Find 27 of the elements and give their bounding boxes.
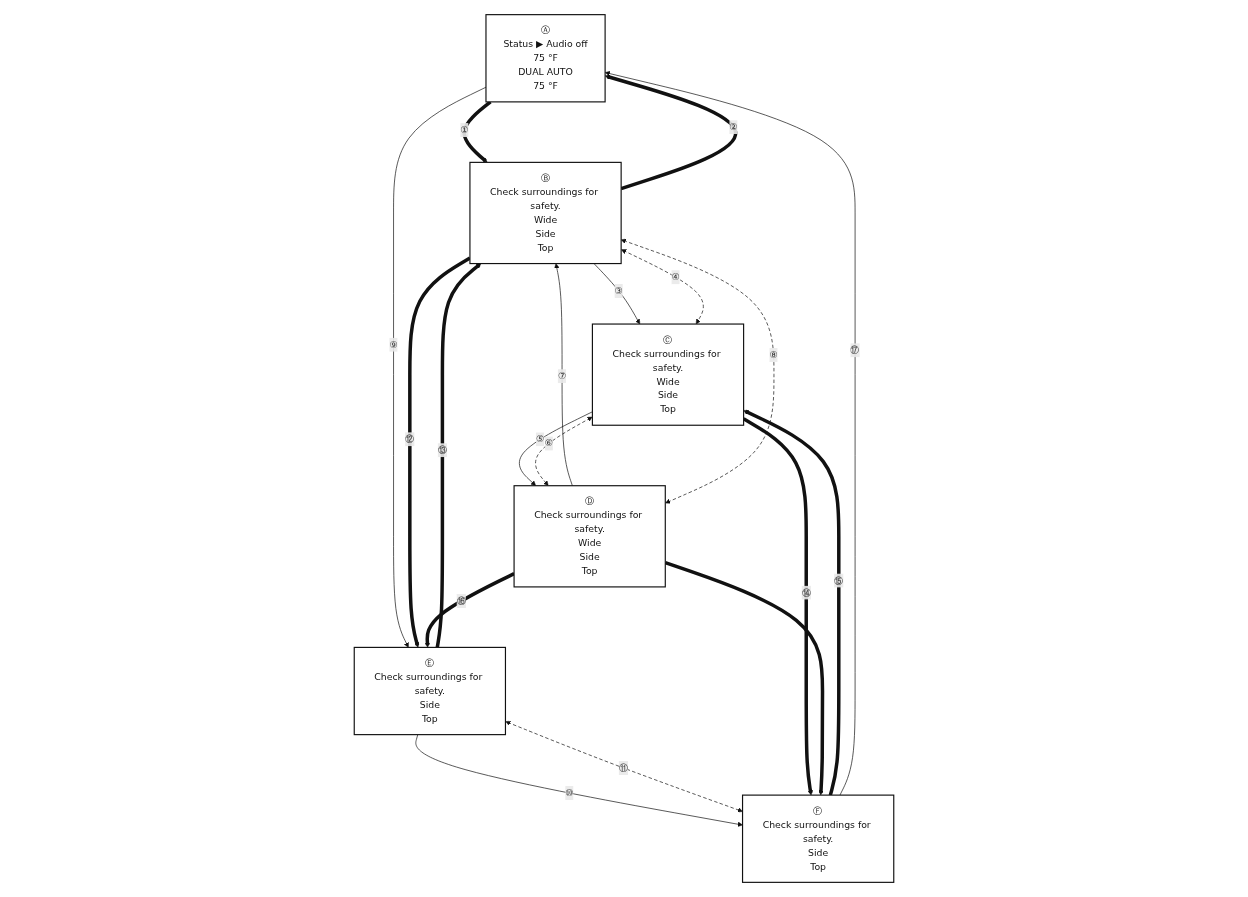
edge-label: ① [460,124,469,136]
edge-label: ⑫ [405,433,415,445]
node-box: Ⓔ Check surroundings for safety. Side Top [353,646,507,736]
node-box: Ⓑ Check surroundings for safety. Wide Side Top [469,161,622,265]
edge-label: ⑬ [437,444,448,456]
node-box: Ⓒ Check surroundings for safety. Wide Side Top [591,323,745,426]
edge-label: ⑭ [801,586,811,598]
node-box: Ⓓ Check surroundings for safety. Wide Side Top [513,485,666,588]
edge-label: ⑥ [544,437,554,449]
edge-label: ⑤ [535,433,545,445]
arrow [424,572,515,648]
edge-label: ④ [671,271,680,283]
edge-label: ⑯ [456,595,466,607]
edge-label: ② [729,121,738,133]
edge-label: ⑩ [565,787,574,799]
edge-label: ⑮ [834,574,844,586]
edge-label: ⑦ [557,370,567,382]
arrow [435,263,482,648]
edge-label: ⑪ [618,762,629,774]
edge-label: ⑧ [769,349,778,361]
edge-label: ⑰ [850,344,860,356]
node-box: Ⓕ Check surroundings for safety. Side Top [741,794,895,883]
arrow [462,100,492,163]
edge-label: ③ [614,285,623,297]
node-box: Ⓐ Status ▶ Audio off 75 °F DUAL AUTO 75 °F [485,14,606,103]
edge-label: ⑨ [389,338,398,350]
arrow [743,409,841,796]
